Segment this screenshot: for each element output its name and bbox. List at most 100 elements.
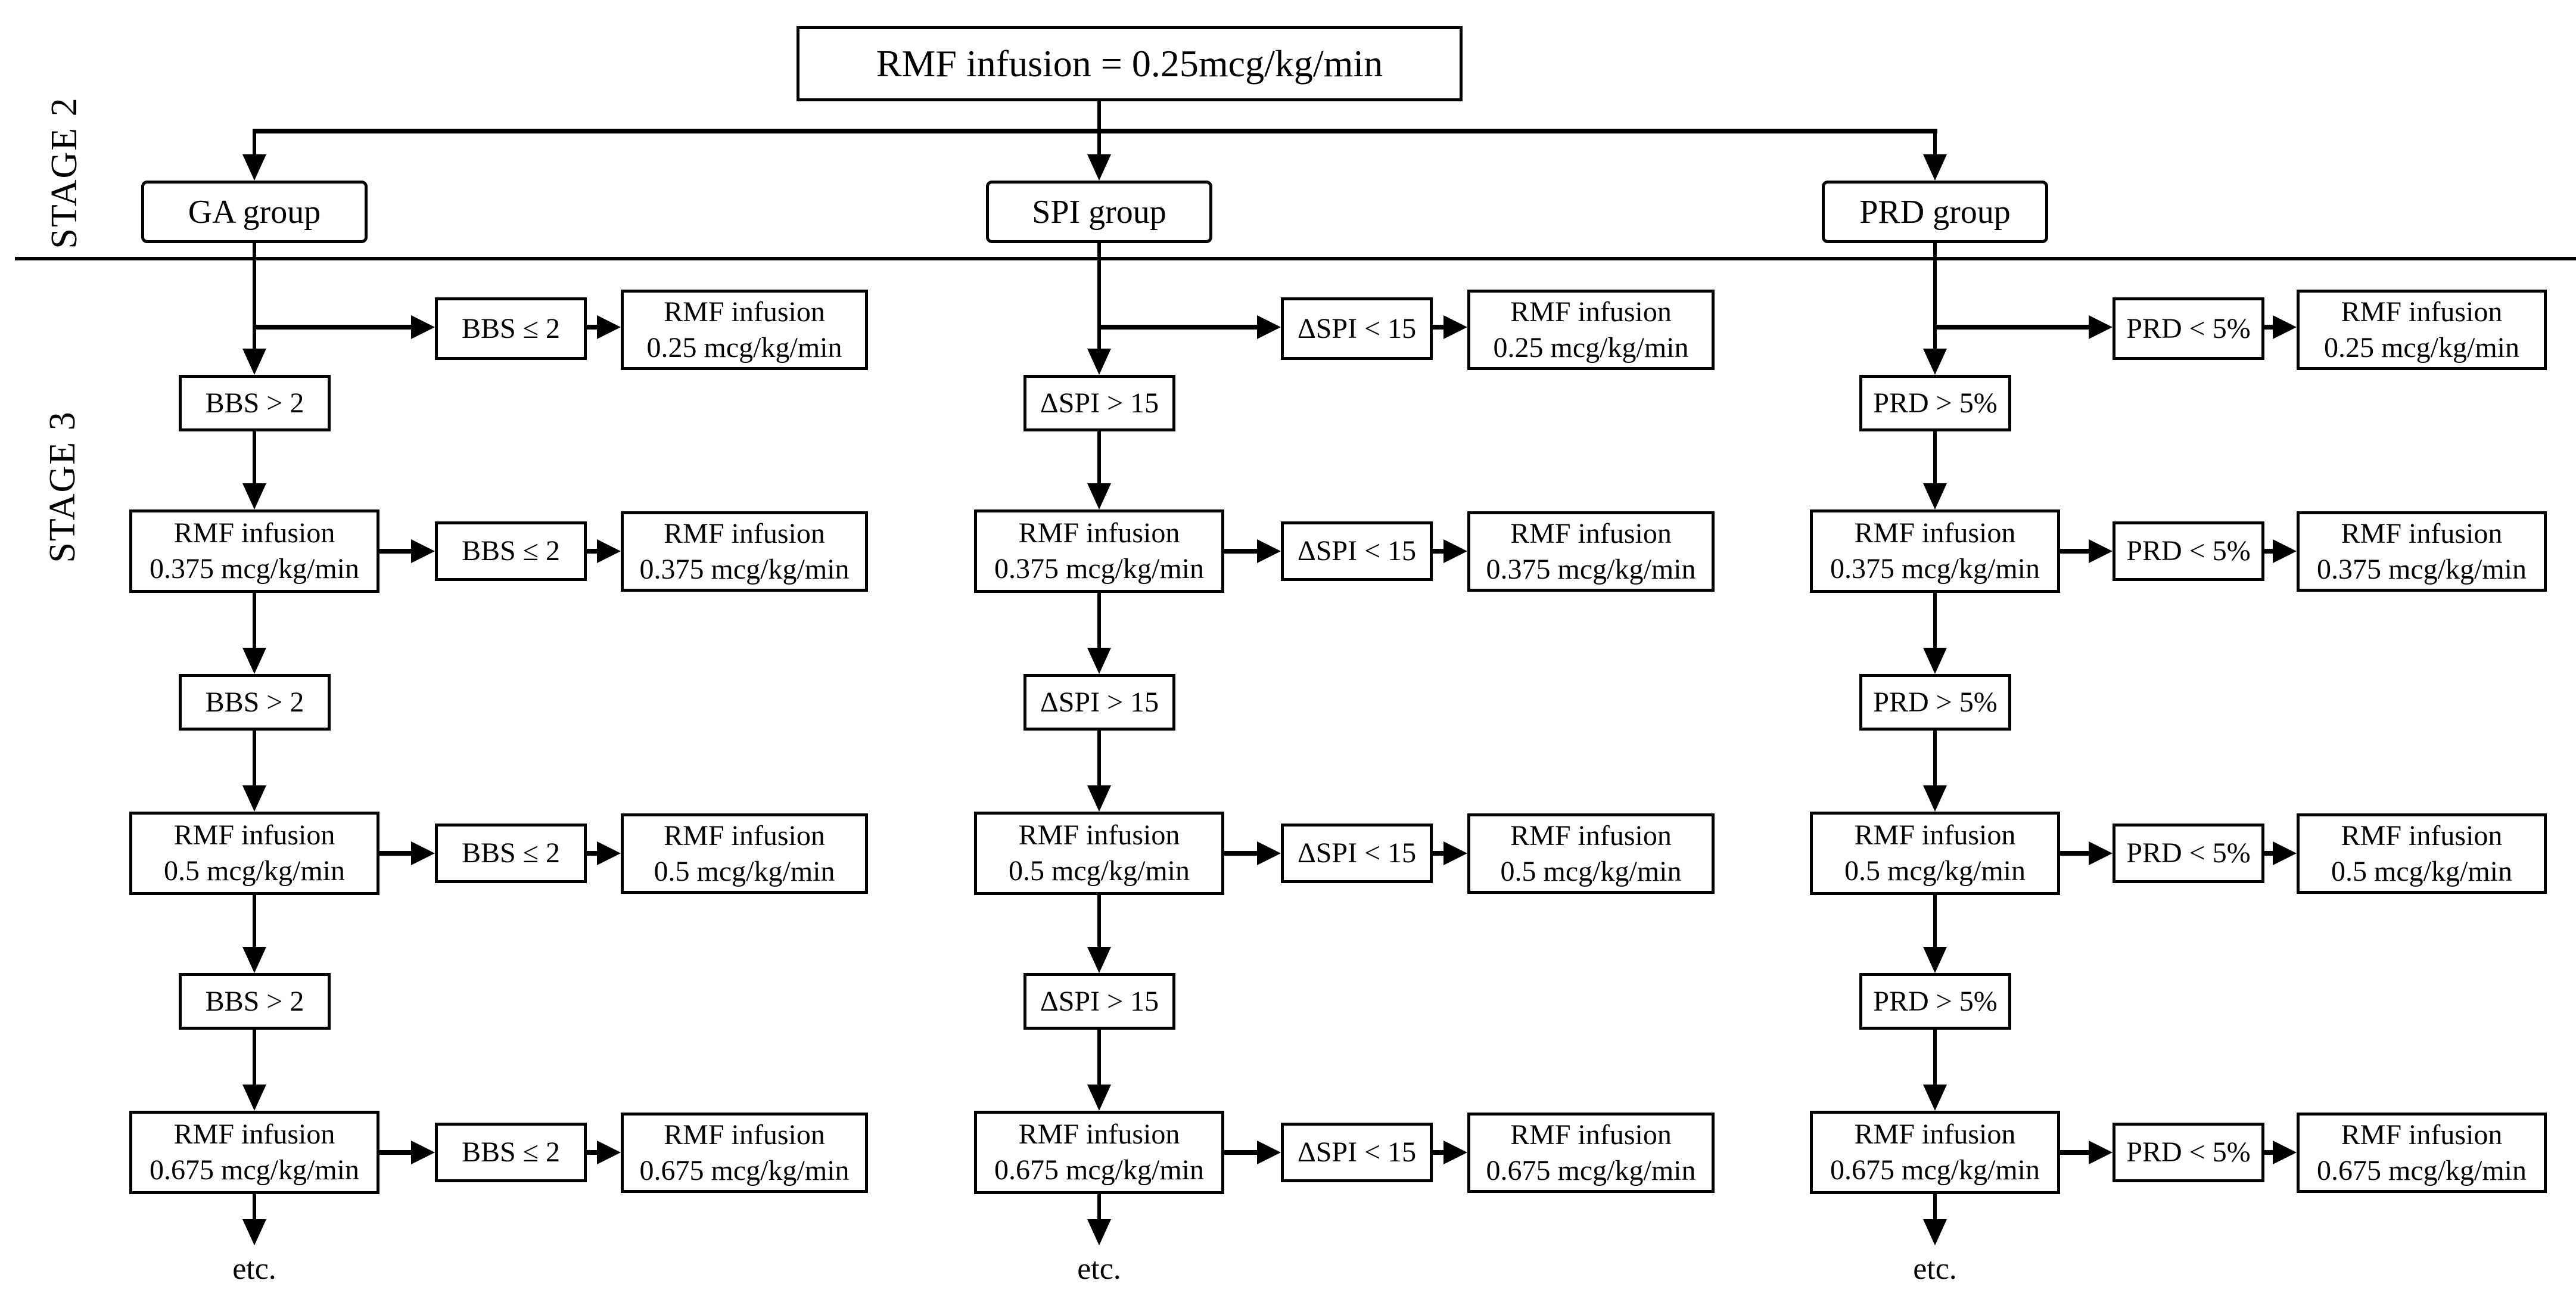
connector-line xyxy=(1933,1030,1937,1087)
infusion-dose: 0.675 mcg/kg/min xyxy=(994,1154,1204,1186)
infusion-line1: RMF infusion xyxy=(1510,1118,1672,1151)
infusion-line1: RMF infusion xyxy=(2341,296,2503,328)
arrow-down-icon xyxy=(1087,1085,1111,1111)
step-condition-box: BBS > 2 xyxy=(179,375,331,431)
infusion-dose: 0.675 mcg/kg/min xyxy=(1830,1154,2040,1186)
step-label: ΔSPI > 15 xyxy=(1040,985,1159,1017)
group-box-prd: PRD group xyxy=(1822,181,2048,243)
connector-line xyxy=(1097,100,1101,131)
connector-line xyxy=(1097,1194,1101,1222)
step-label: BBS > 2 xyxy=(205,387,304,419)
branch-line xyxy=(1433,1150,1445,1155)
gate-label: ΔSPI < 15 xyxy=(1297,837,1417,869)
arrow-down-icon xyxy=(1087,947,1111,973)
arrow-right-icon xyxy=(411,315,435,339)
infusion-dose: 0.5 mcg/kg/min xyxy=(1844,855,2026,887)
step-label: BBS > 2 xyxy=(205,686,304,718)
arrow-right-icon xyxy=(2089,1141,2113,1164)
arrow-right-icon xyxy=(2273,315,2297,339)
connector-line xyxy=(253,593,256,650)
infusion-line1: RMF infusion xyxy=(1510,296,1672,328)
connector-line xyxy=(253,129,1937,133)
gate-label: BBS ≤ 2 xyxy=(461,535,561,567)
stage-3-label: STAGE 3 xyxy=(42,411,83,563)
infusion-dose: 0.375 mcg/kg/min xyxy=(1830,553,2040,585)
infusion-dose: 0.675 mcg/kg/min xyxy=(150,1154,359,1186)
arrow-down-icon xyxy=(242,1219,266,1245)
arrow-right-icon xyxy=(1443,841,1467,865)
infusion-line1: RMF infusion xyxy=(1854,1118,2016,1150)
arrow-down-icon xyxy=(242,1085,266,1111)
connector-line xyxy=(1933,133,1937,156)
title-text: RMF infusion = 0.25mcg/kg/min xyxy=(876,42,1383,85)
branch-line xyxy=(2264,1150,2274,1155)
branch-line xyxy=(587,851,599,856)
arrow-down-icon xyxy=(242,947,266,973)
connector-line xyxy=(253,431,256,486)
branch-line xyxy=(1433,549,1445,554)
branch-line xyxy=(587,549,599,554)
gate-label: PRD < 5% xyxy=(2126,535,2251,567)
branch-line xyxy=(379,549,413,554)
infusion-line1: RMF infusion xyxy=(2341,819,2503,852)
branch-line xyxy=(2060,1150,2090,1155)
infusion-dose: 0.375 mcg/kg/min xyxy=(2317,553,2527,585)
arrow-down-icon xyxy=(242,349,266,375)
arrow-down-icon xyxy=(1923,947,1947,973)
arrow-right-icon xyxy=(597,841,621,865)
gate-condition-box: BBS ≤ 2 xyxy=(435,824,587,883)
connector-line xyxy=(253,133,256,156)
arrow-down-icon xyxy=(1087,154,1111,181)
infusion-line1: RMF infusion xyxy=(173,819,335,851)
branch-line xyxy=(1935,325,2090,330)
infusion-dose: 0.675 mcg/kg/min xyxy=(2317,1154,2527,1186)
step-condition-box: PRD > 5% xyxy=(1859,973,2011,1030)
step-label: ΔSPI > 15 xyxy=(1040,686,1159,718)
stage-2-label: STAGE 2 xyxy=(43,97,85,249)
arrow-right-icon xyxy=(1443,1141,1467,1164)
title-box: RMF infusion = 0.25mcg/kg/min xyxy=(797,26,1463,101)
connector-line xyxy=(1933,431,1937,486)
gate-condition-box: BBS ≤ 2 xyxy=(435,297,587,360)
infusion-line1: RMF infusion xyxy=(1510,819,1672,852)
gate-label: BBS ≤ 2 xyxy=(461,1136,561,1168)
infusion-dose: 0.25 mcg/kg/min xyxy=(646,331,842,363)
gate-condition-box: PRD < 5% xyxy=(2113,824,2264,883)
infusion-dose: 0.5 mcg/kg/min xyxy=(654,855,835,887)
branch-line xyxy=(254,325,413,330)
step-label: PRD > 5% xyxy=(1873,686,1998,718)
infusion-dose: 0.375 mcg/kg/min xyxy=(639,553,850,585)
infusion-line1: RMF infusion xyxy=(2341,517,2503,549)
infusion-line1: RMF infusion xyxy=(664,517,825,549)
arrow-down-icon xyxy=(1923,1219,1947,1245)
infusion-line1: RMF infusion xyxy=(1018,819,1180,851)
infusion-dose: 0.375 mcg/kg/min xyxy=(150,553,359,585)
infusion-line1: RMF infusion xyxy=(173,517,335,549)
arrow-right-icon xyxy=(1257,315,1281,339)
infusion-dose: 0.25 mcg/kg/min xyxy=(1493,331,1689,363)
branch-line xyxy=(2060,851,2090,856)
connector-line xyxy=(1097,593,1101,650)
arrow-down-icon xyxy=(1923,785,1947,812)
step-condition-box: ΔSPI > 15 xyxy=(1023,973,1175,1030)
gate-label: ΔSPI < 15 xyxy=(1297,1136,1417,1168)
arrow-down-icon xyxy=(1923,648,1947,674)
connector-line xyxy=(1933,895,1937,949)
infusion-line1: RMF infusion xyxy=(1854,517,2016,549)
step-label: PRD > 5% xyxy=(1873,985,1998,1017)
arrow-right-icon xyxy=(2273,539,2297,563)
gate-label: BBS ≤ 2 xyxy=(461,837,561,869)
infusion-dose: 0.375 mcg/kg/min xyxy=(994,553,1204,585)
infusion-dose: 0.675 mcg/kg/min xyxy=(1486,1154,1696,1186)
branch-line xyxy=(1224,1150,1258,1155)
arrow-down-icon xyxy=(242,648,266,674)
